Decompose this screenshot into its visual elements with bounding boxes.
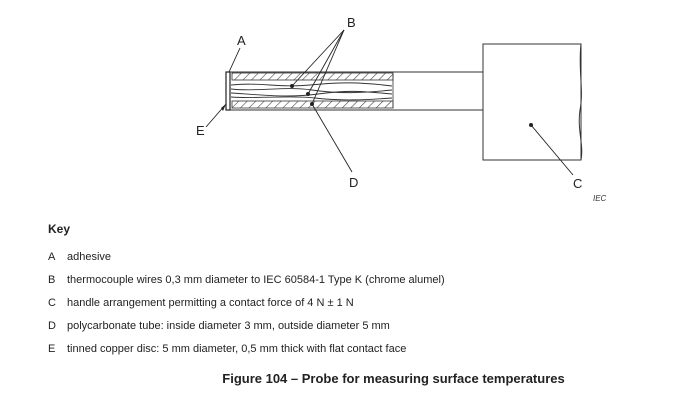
handle — [482, 43, 583, 161]
key-letter: B — [48, 274, 56, 286]
callout-a: A — [237, 33, 246, 48]
key-letter: A — [48, 251, 56, 263]
key-letter: D — [48, 320, 56, 332]
key-text: thermocouple wires 0,3 mm diameter to IE… — [67, 274, 445, 286]
key-letter: C — [48, 297, 56, 309]
callout-e: E — [196, 123, 205, 138]
callout-c: C — [573, 176, 582, 191]
key-title: Key — [48, 222, 71, 236]
key-text: adhesive — [67, 251, 112, 263]
copper-disc — [225, 71, 231, 111]
key-letter: E — [48, 343, 56, 355]
figure-caption: Figure 104 – Probe for measuring surface… — [222, 371, 565, 386]
iec-mark: IEC — [593, 194, 607, 203]
key-text: polycarbonate tube: inside diameter 3 mm… — [67, 320, 390, 332]
key-text: tinned copper disc: 5 mm diameter, 0,5 m… — [67, 343, 407, 355]
probe-diagram: A B C D E IEC — [196, 15, 607, 203]
callout-d: D — [349, 175, 358, 190]
key-text: handle arrangement permitting a contact … — [67, 297, 354, 309]
callout-b: B — [347, 15, 356, 30]
